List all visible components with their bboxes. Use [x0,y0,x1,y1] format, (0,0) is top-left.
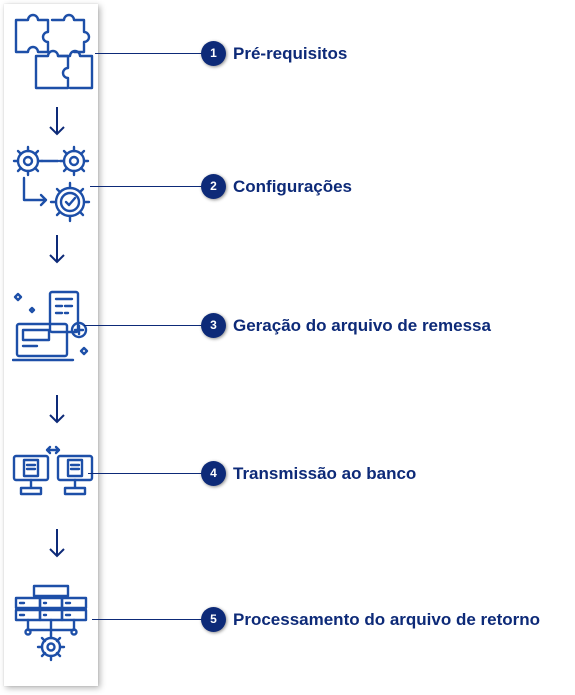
step-label[interactable]: Pré-requisitos [233,44,348,63]
step-label[interactable]: Geração do arquivo de remessa [233,316,491,335]
step-label[interactable]: Processamento do arquivo de retorno [233,610,541,629]
step-number-badge: 4 [201,461,226,486]
step-number-badge: 2 [201,174,226,199]
connector-line [88,473,203,474]
connector-line [84,325,203,326]
connector-line [92,619,203,620]
icon-sidebar-panel [4,4,98,686]
step-number-badge: 3 [201,313,226,338]
connector-line [95,53,203,54]
gears-icon [12,144,96,224]
connector-line [90,186,203,187]
down-arrow-icon [46,526,68,560]
document-laptop-icon [11,286,96,366]
step-label[interactable]: Configurações [233,177,353,196]
server-gear-icon [12,582,96,662]
step-number-badge: 5 [201,607,226,632]
down-arrow-icon [46,104,68,138]
computers-transfer-icon [12,438,96,518]
puzzle-icon [12,12,96,92]
down-arrow-icon [46,232,68,266]
step-number-badge: 1 [201,41,226,66]
step-label[interactable]: Transmissão ao banco [233,464,417,483]
down-arrow-icon [46,392,68,426]
